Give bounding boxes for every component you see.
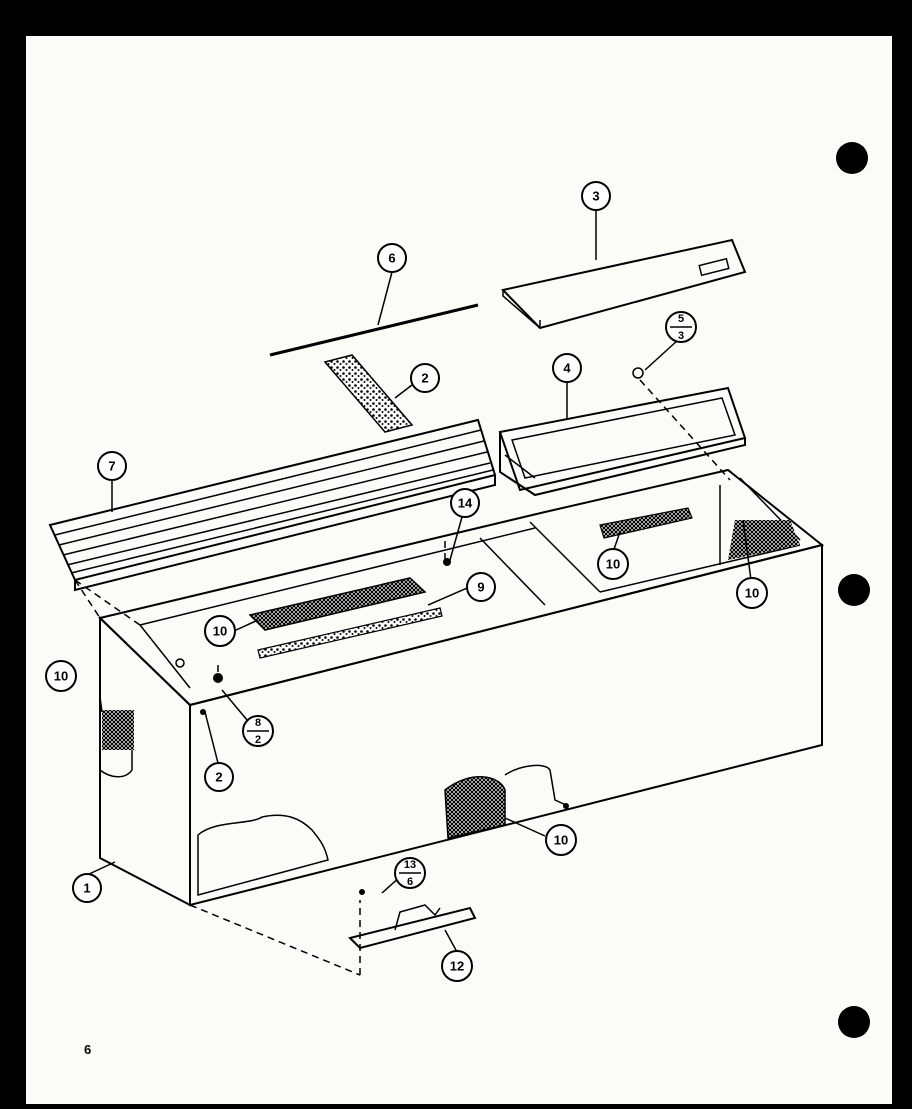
top-control-strip (257, 607, 443, 659)
svg-text:4: 4 (563, 361, 571, 376)
front-grille (444, 776, 506, 839)
svg-text:13: 13 (404, 859, 416, 871)
cover-panel-part-3 (501, 238, 747, 330)
drawing-sheet (26, 36, 892, 1104)
tray-frame-part-4 (498, 386, 747, 497)
callout-10-front: 10 (545, 824, 577, 856)
callout-10-right-vent: 10 (597, 548, 629, 580)
louver-part-7 (48, 418, 497, 592)
svg-text:3: 3 (678, 330, 684, 342)
svg-text:2: 2 (255, 734, 261, 746)
svg-text:6: 6 (388, 251, 395, 266)
svg-text:10: 10 (54, 669, 68, 684)
callout-5-over-3: 5 3 (665, 311, 697, 343)
svg-text:10: 10 (554, 833, 568, 848)
svg-text:1: 1 (83, 881, 90, 896)
svg-text:3: 3 (592, 189, 599, 204)
callout-8-over-2: 8 2 (242, 715, 274, 747)
callout-3: 3 (581, 181, 611, 211)
callout-1: 1 (72, 873, 102, 903)
callout-14: 14 (450, 488, 480, 518)
svg-text:2: 2 (215, 770, 222, 785)
binder-hole-top (836, 142, 868, 174)
svg-text:10: 10 (606, 557, 620, 572)
callout-7: 7 (97, 451, 127, 481)
svg-text:5: 5 (678, 313, 684, 325)
svg-text:2: 2 (421, 371, 428, 386)
rod-part-6 (269, 303, 479, 357)
page-number: 6 (84, 1042, 92, 1057)
binder-hole-middle (838, 574, 870, 606)
svg-text:6: 6 (407, 876, 413, 888)
svg-text:10: 10 (745, 586, 759, 601)
callout-13-over-6: 13 6 (394, 857, 426, 889)
callout-12: 12 (441, 950, 473, 982)
side-grille-left (102, 710, 134, 750)
callout-2-side: 2 (204, 762, 234, 792)
svg-text:8: 8 (255, 717, 261, 729)
callout-4: 4 (552, 353, 582, 383)
binder-hole-bottom (838, 1006, 870, 1038)
svg-text:7: 7 (108, 459, 115, 474)
top-vent-right (599, 507, 693, 539)
svg-text:12: 12 (450, 959, 464, 974)
callout-10-top-vent: 10 (204, 615, 236, 647)
callout-2-foam: 2 (410, 363, 440, 393)
svg-text:9: 9 (477, 580, 484, 595)
svg-text:10: 10 (213, 624, 227, 639)
callout-6: 6 (377, 243, 407, 273)
callout-9: 9 (466, 572, 496, 602)
cabinet-part-1 (97, 468, 825, 907)
foam-strip-part-2 (323, 354, 414, 433)
rear-grille-right (728, 520, 800, 560)
callout-10-side: 10 (45, 660, 77, 692)
bracket-part-12 (348, 904, 477, 950)
callout-10-rear: 10 (736, 577, 768, 609)
top-vent-grille (248, 577, 427, 631)
svg-text:14: 14 (458, 496, 473, 511)
